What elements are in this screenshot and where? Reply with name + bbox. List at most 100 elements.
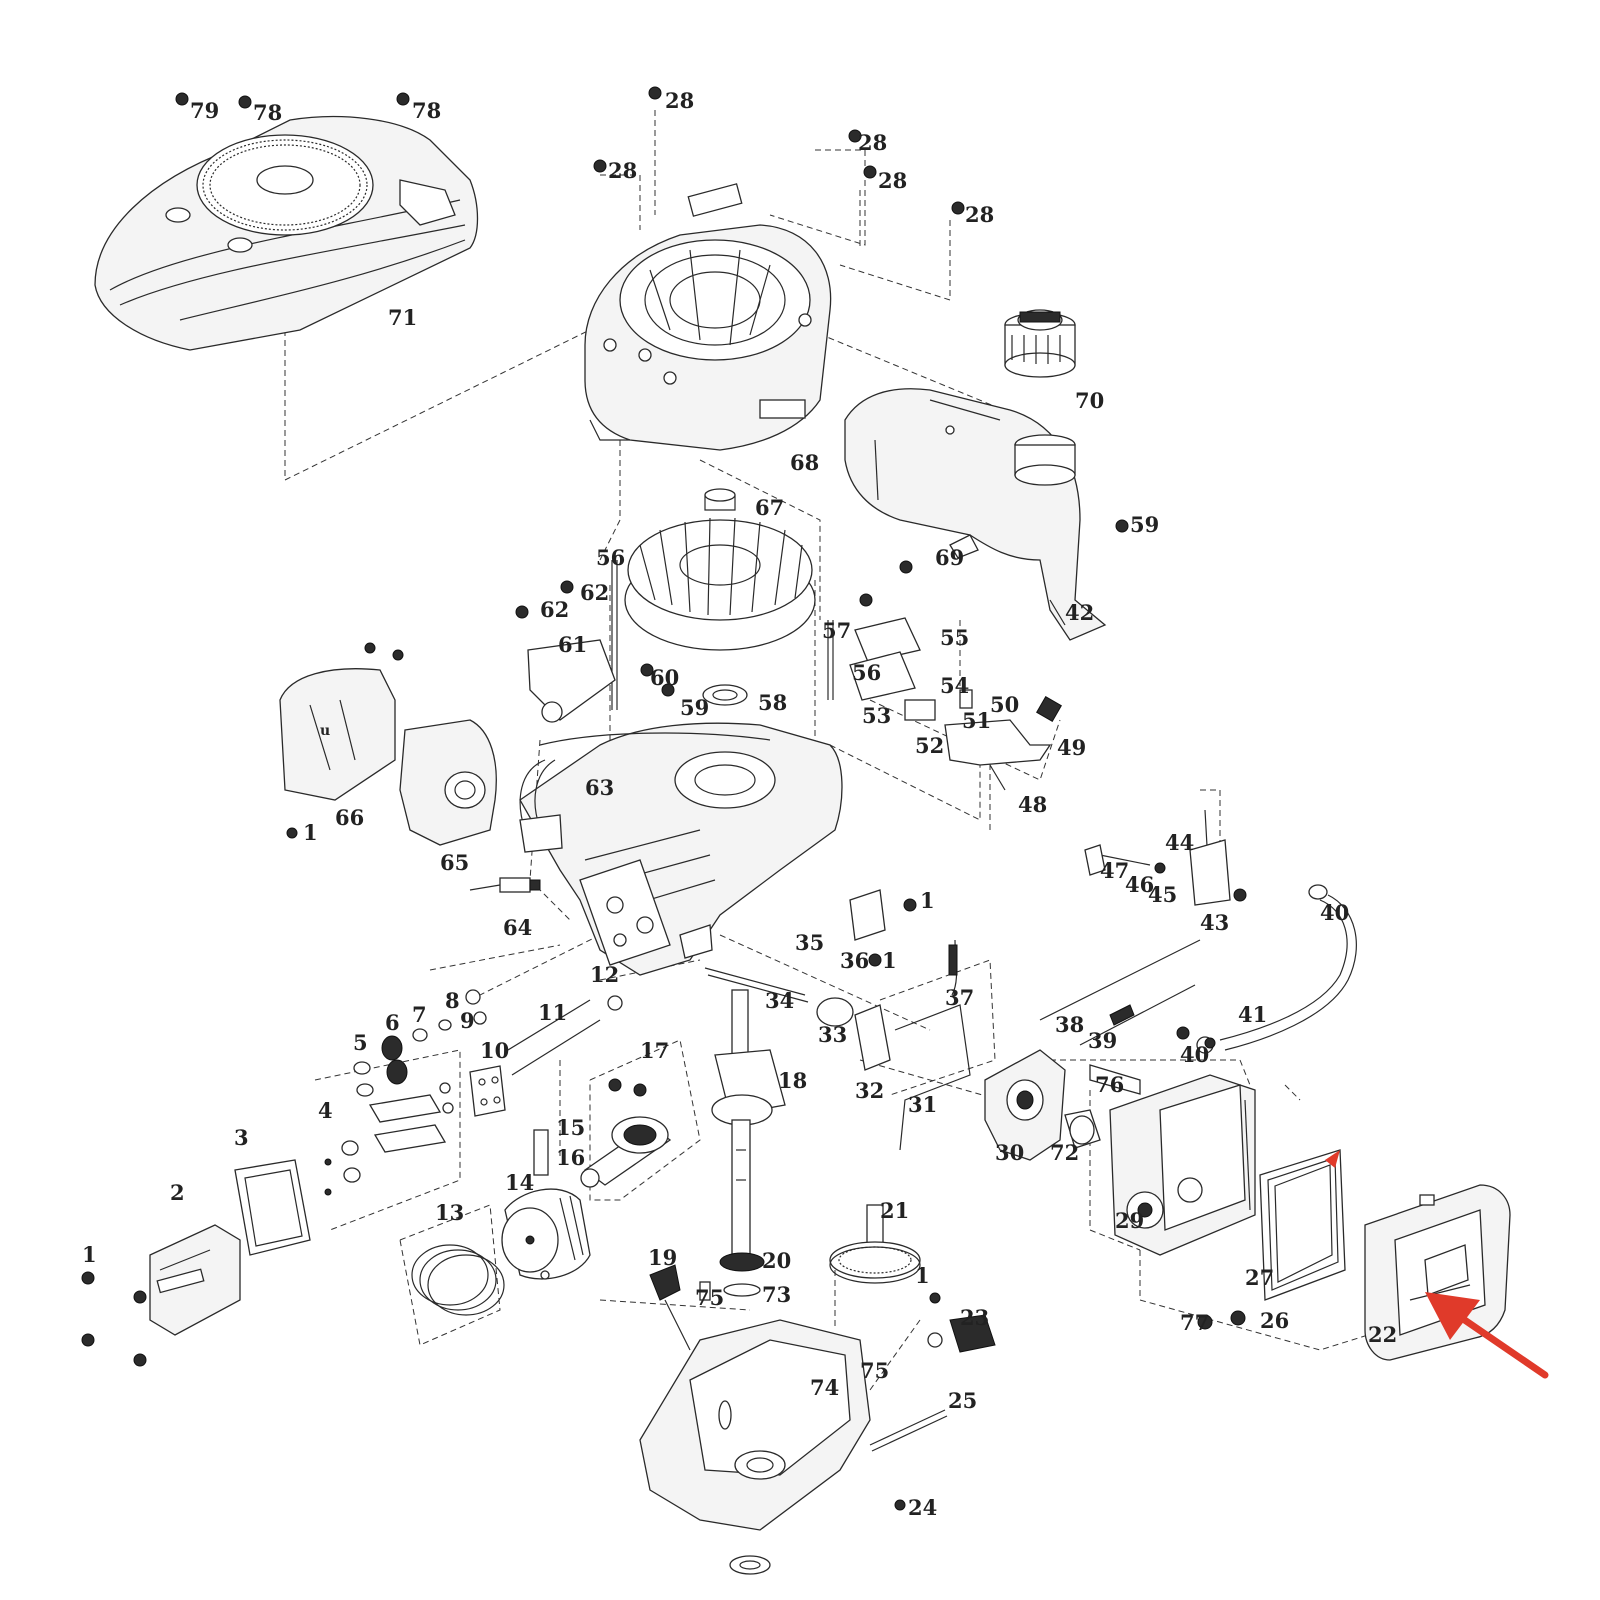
part-label: 71 [388, 305, 417, 330]
part-label: 47 [1100, 858, 1129, 883]
part-label: 49 [1057, 735, 1086, 760]
head-cover [81, 1159, 311, 1367]
fasteners [175, 86, 1190, 1040]
part-label: 48 [1018, 792, 1047, 817]
part-label: 59 [1130, 512, 1159, 537]
part-label: 39 [1088, 1028, 1117, 1053]
part-label: 62 [540, 597, 569, 622]
part-label: 1 [882, 948, 897, 973]
part-label: 33 [818, 1022, 847, 1047]
spark-plug [469, 877, 541, 893]
part-label: 9 [460, 1008, 475, 1033]
part-label: 37 [945, 985, 974, 1010]
part-label: 57 [822, 618, 851, 643]
part-label: 70 [1075, 388, 1104, 413]
part-label: 8 [445, 988, 460, 1013]
part-label: 53 [862, 703, 891, 728]
part-label: 6 [385, 1010, 400, 1035]
part-label: 28 [608, 158, 637, 183]
throttle-linkage [704, 809, 1247, 1151]
part-label: 77 [1180, 1310, 1209, 1335]
part-label: 1 [915, 1263, 930, 1288]
part-label: 61 [558, 632, 587, 657]
part-label: 17 [640, 1038, 669, 1063]
part-label: 21 [880, 1198, 909, 1223]
part-label: 26 [1260, 1308, 1289, 1333]
part-label: 43 [1200, 910, 1229, 935]
valve-train-parts [324, 989, 623, 1196]
part-label: 56 [596, 545, 625, 570]
part-label: 13 [435, 1200, 464, 1225]
part-label: 22 [1368, 1322, 1397, 1347]
part-label: 38 [1055, 1012, 1084, 1037]
part-label: 69 [935, 545, 964, 570]
part-label: 51 [962, 708, 991, 733]
part-label: 75 [860, 1358, 889, 1383]
governor-parts [649, 1264, 996, 1394]
part-label: 66 [335, 805, 364, 830]
part-label: 1 [82, 1242, 97, 1267]
part-label: 18 [778, 1068, 807, 1093]
svg-text:u: u [320, 723, 330, 739]
part-label: 46 [1125, 872, 1154, 897]
part-label: 12 [590, 962, 619, 987]
part-label: 54 [940, 673, 969, 698]
part-label: 19 [648, 1245, 677, 1270]
part-label: 34 [765, 988, 794, 1013]
part-label: 59 [680, 695, 709, 720]
part-label: 42 [1065, 600, 1094, 625]
part-label: 63 [585, 775, 614, 800]
part-label: 62 [580, 580, 609, 605]
part-label: 79 [190, 98, 219, 123]
part-label: 65 [440, 850, 469, 875]
part-label: 28 [878, 168, 907, 193]
part-label: 68 [790, 450, 819, 475]
fan-housing [584, 183, 832, 451]
muffler: u [279, 668, 497, 846]
part-label: 28 [665, 88, 694, 113]
part-label: 11 [538, 1000, 567, 1025]
part-label: 52 [915, 733, 944, 758]
part-label: 44 [1165, 830, 1194, 855]
piston-assembly [411, 1078, 672, 1316]
part-label: 28 [965, 202, 994, 227]
part-label: 16 [556, 1145, 585, 1170]
part-label: 2 [170, 1180, 185, 1205]
part-label: 15 [556, 1115, 585, 1140]
air-filter-element [1259, 1149, 1346, 1301]
part-label: 78 [253, 100, 282, 125]
part-label: 1 [303, 820, 318, 845]
blower-housing-cover [94, 115, 479, 351]
part-label: 25 [948, 1388, 977, 1413]
part-label: 32 [855, 1078, 884, 1103]
flywheel [624, 488, 816, 651]
part-label: 23 [960, 1305, 989, 1330]
part-label: 29 [1115, 1208, 1144, 1233]
part-label: 55 [940, 625, 969, 650]
part-label: 58 [758, 690, 787, 715]
part-label: 7 [412, 1002, 427, 1027]
oil-cap [1004, 309, 1076, 486]
part-label: 56 [852, 660, 881, 685]
part-label: 14 [505, 1170, 534, 1195]
part-label: 4 [318, 1098, 333, 1123]
part-label: 27 [1245, 1265, 1274, 1290]
part-label: 50 [990, 692, 1019, 717]
part-label: 24 [908, 1495, 937, 1520]
crankshaft [711, 989, 786, 1297]
part-label: 64 [503, 915, 532, 940]
part-label: 45 [1148, 882, 1177, 907]
air-filter-base [1109, 1037, 1256, 1330]
part-label: 60 [650, 665, 679, 690]
part-label: 1 [920, 888, 935, 913]
part-label: 3 [234, 1125, 249, 1150]
part-label: 35 [795, 930, 824, 955]
part-label: 30 [995, 1140, 1024, 1165]
part-labels: 79 78 78 71 28 28 28 28 28 77 68 70 67 5… [82, 88, 1397, 1520]
part-label: 73 [762, 1282, 791, 1307]
part-label: 67 [755, 495, 784, 520]
part-label: 36 [840, 948, 869, 973]
part-label: 40 [1320, 900, 1349, 925]
